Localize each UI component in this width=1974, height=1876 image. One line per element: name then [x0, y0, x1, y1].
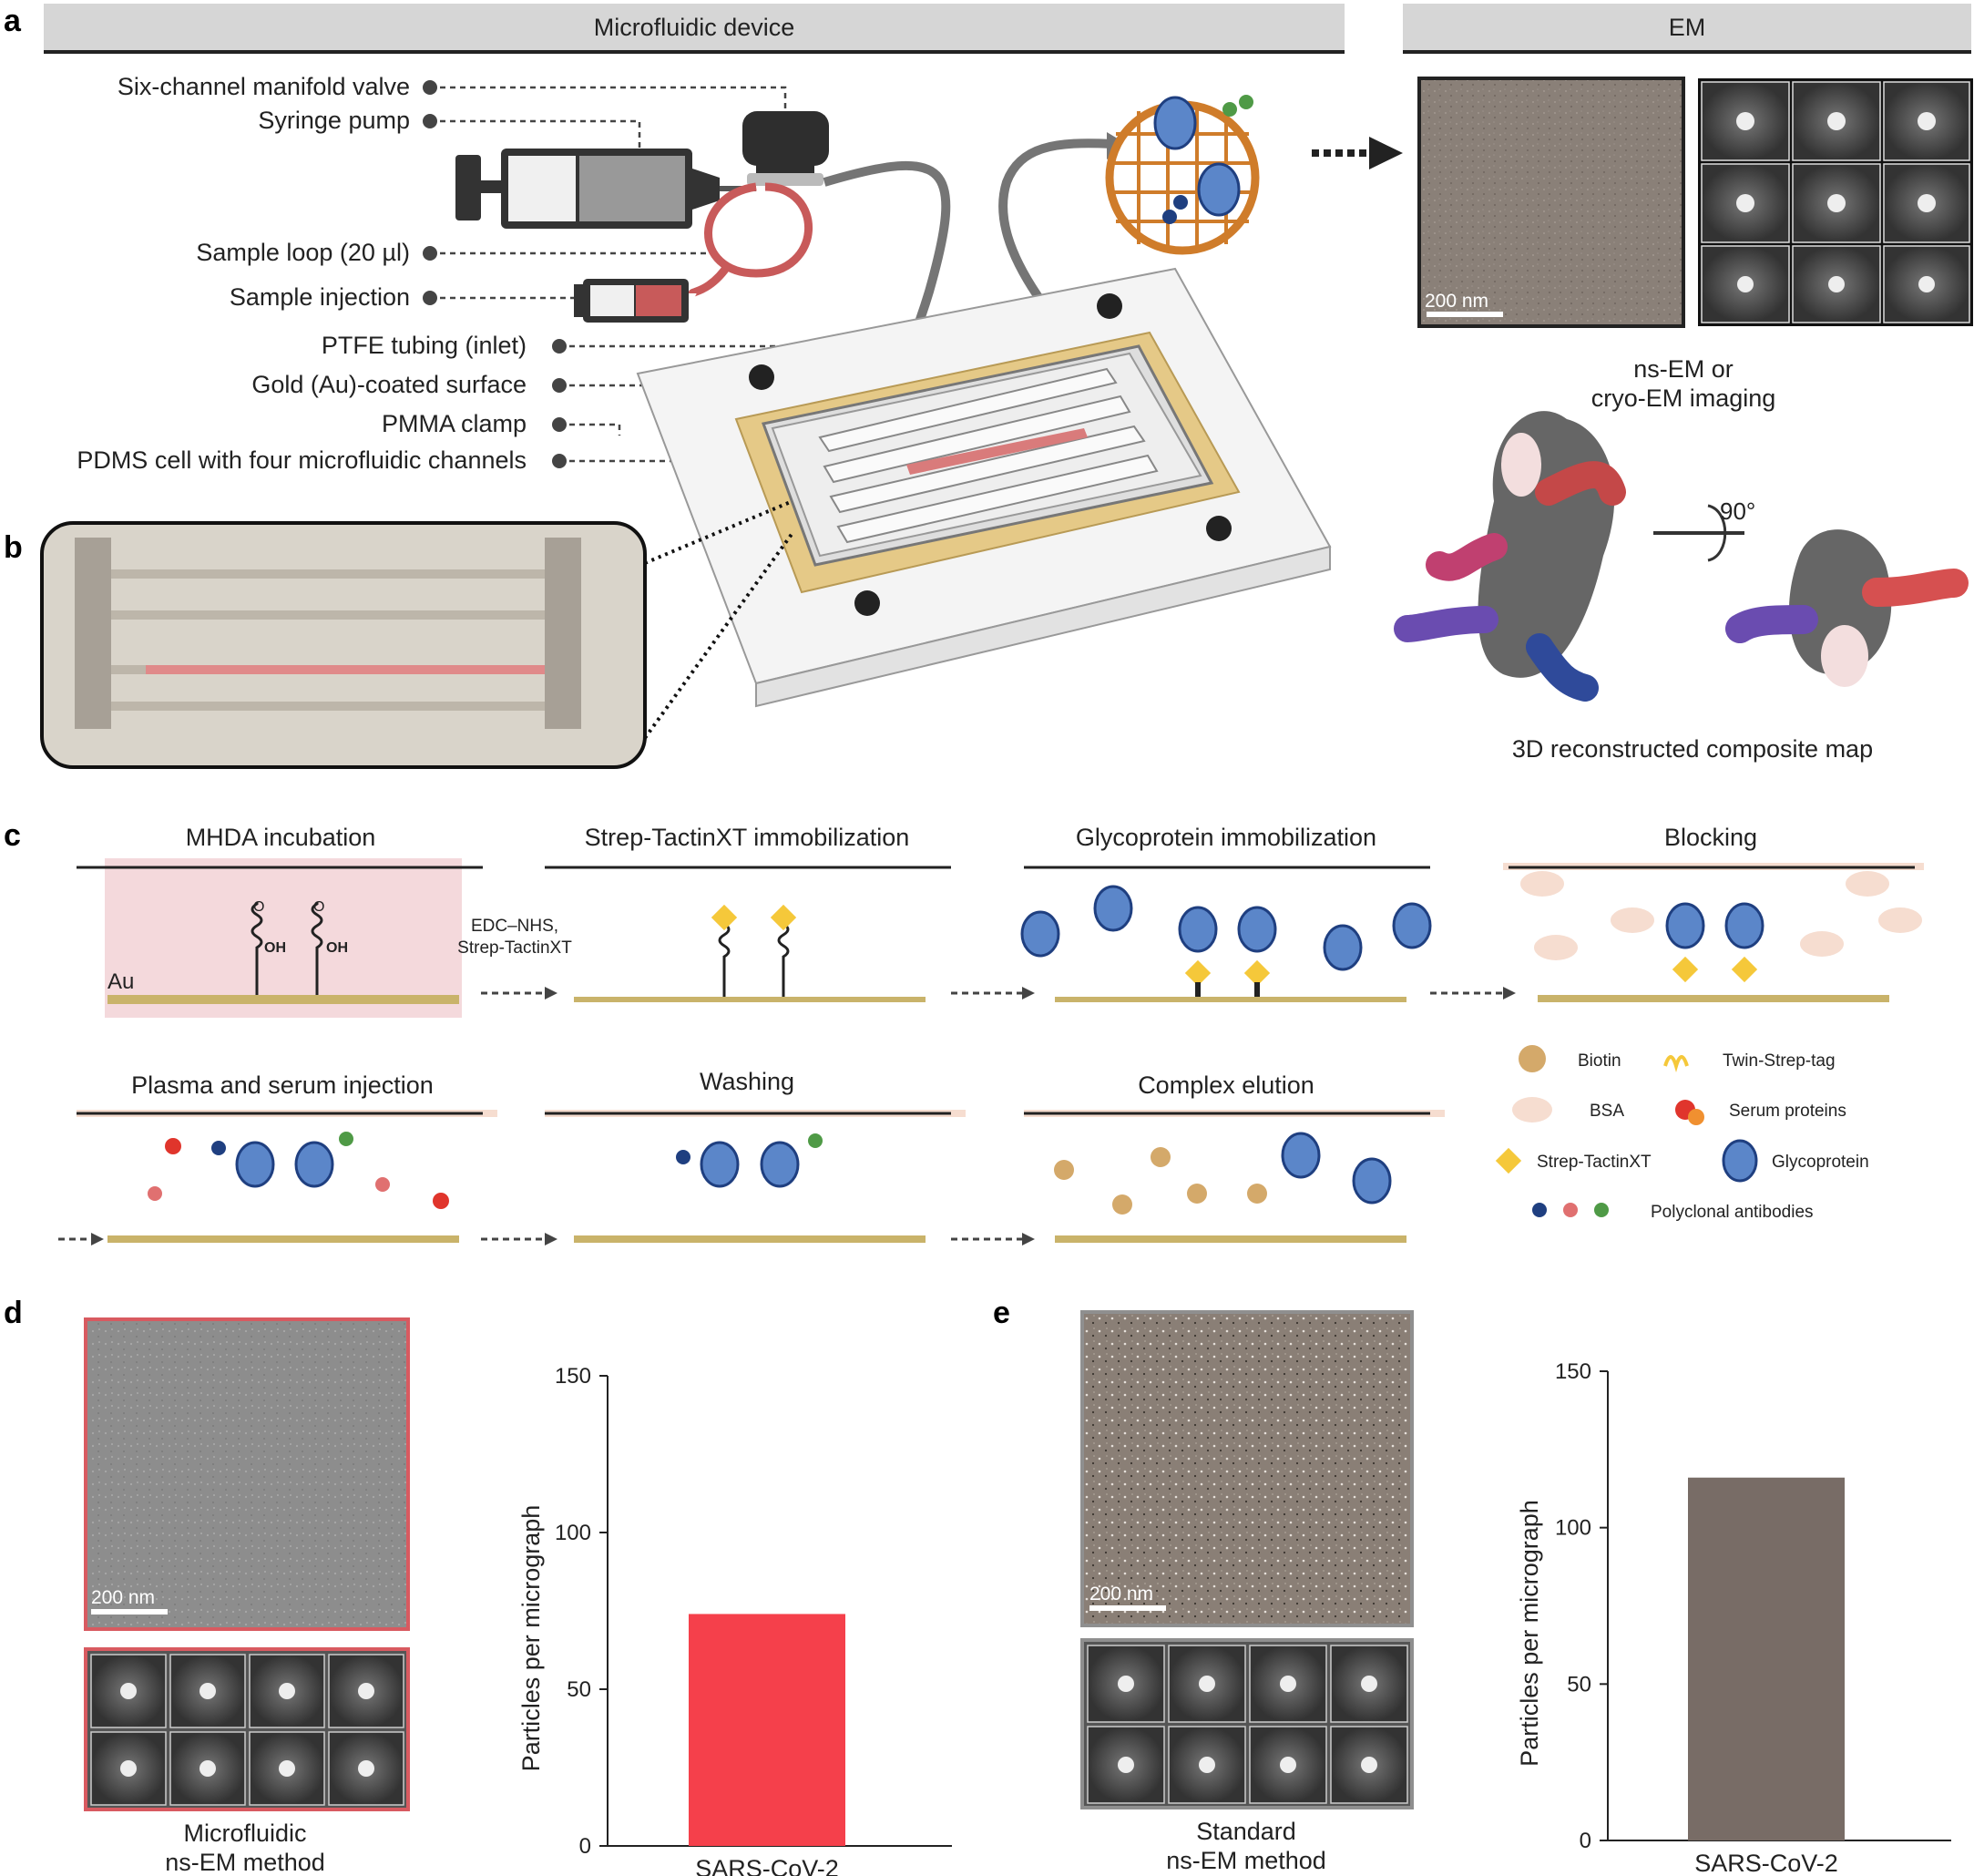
step-glycoprotein: Glycoprotein immobilization [1076, 824, 1376, 851]
em-2d-class-grid [1698, 78, 1973, 326]
class-grid-e [1080, 1638, 1414, 1809]
x-tick-label: SARS-CoV-2 [695, 1855, 839, 1876]
panel-label-c: c [4, 818, 21, 853]
d-caption-2: ns-EM method [165, 1849, 325, 1876]
legend: Biotin Twin-Strep-tag BSA Serum proteins… [1495, 1045, 1869, 1222]
arrow-to-em [1312, 137, 1403, 169]
panel-label-b: b [4, 530, 23, 565]
em-scalebar-label: 200 nm [1425, 291, 1488, 312]
plasma-injection-scene [77, 1110, 497, 1243]
panel-label-e: e [993, 1296, 1010, 1330]
legend-polyclonal-antibodies: Polyclonal antibodies [1651, 1203, 1814, 1222]
y-tick-label: 0 [1580, 1829, 1591, 1853]
y-tick-label: 150 [1555, 1359, 1591, 1384]
micrograph-e: 200 nm [1080, 1310, 1414, 1627]
y-tick-label: 50 [1567, 1672, 1591, 1697]
strep-tactin-scene [545, 866, 951, 1002]
legend-twin-strep-tag: Twin-Strep-tag [1723, 1051, 1836, 1071]
label-sample-loop: Sample loop (20 µl) [196, 239, 410, 266]
step-blocking: Blocking [1664, 824, 1757, 851]
3d-map-side [1725, 529, 1969, 687]
legend-serum-proteins: Serum proteins [1729, 1102, 1846, 1121]
y-tick-label: 100 [555, 1521, 591, 1545]
label-syringe-pump: Syringe pump [258, 107, 410, 134]
3d-map-front [1394, 411, 1626, 702]
panel-label-a: a [4, 4, 22, 38]
rotation-label: 90° [1720, 497, 1755, 525]
microfluidic-device [636, 267, 1332, 708]
photo-zoom-lines [643, 499, 794, 740]
y-axis-label: Particles per micrograph [1516, 1500, 1543, 1767]
label-pmma-clamp: PMMA clamp [382, 410, 527, 437]
map-caption: 3D reconstructed composite map [1512, 735, 1873, 763]
flow-arrows [58, 991, 1503, 1241]
step-plasma-injection: Plasma and serum injection [131, 1071, 434, 1099]
bar [689, 1614, 845, 1846]
legend-strep-tactinxt: Strep-TactinXT [1537, 1153, 1652, 1172]
y-tick-label: 100 [1555, 1516, 1591, 1541]
sample-loop [704, 182, 813, 278]
step-complex-elution: Complex elution [1138, 1071, 1314, 1099]
label-sample-injection: Sample injection [230, 283, 410, 311]
panel-label-d: d [4, 1296, 23, 1330]
reagent-label-1: EDC–NHS, [471, 917, 558, 936]
e-caption-2: ns-EM method [1166, 1847, 1326, 1874]
syringe-pump [455, 149, 756, 229]
class-grid-d [84, 1647, 410, 1811]
legend-glycoprotein: Glycoprotein [1772, 1153, 1869, 1172]
label-ptfe-tubing: PTFE tubing (inlet) [322, 332, 527, 359]
label-pdms-cell: PDMS cell with four microfluidic channel… [77, 446, 527, 474]
mhda-scene: Au O OH O OH [77, 858, 483, 1018]
elution-scene [1024, 1110, 1445, 1243]
sample-injection-syringe [574, 279, 689, 323]
imaging-label-2: cryo-EM imaging [1591, 384, 1776, 412]
e-caption-1: Standard [1196, 1818, 1296, 1845]
manifold-valve [742, 111, 829, 186]
bar [1688, 1477, 1845, 1840]
y-tick-label: 150 [555, 1364, 591, 1389]
y-tick-label: 0 [579, 1834, 591, 1859]
header-microfluidic-device: Microfluidic device [44, 4, 1345, 54]
au-label: Au [107, 969, 134, 994]
blocking-scene [1503, 863, 1924, 1002]
em-grid [1105, 95, 1260, 255]
legend-biotin: Biotin [1578, 1051, 1621, 1071]
label-manifold-valve: Six-channel manifold valve [118, 73, 410, 100]
device-photo [40, 521, 647, 769]
micrograph-d: 200 nm [84, 1317, 410, 1631]
step-mhda: MHDA incubation [186, 824, 376, 851]
svg-text:OH: OH [326, 940, 348, 956]
svg-text:O: O [253, 899, 264, 915]
washing-scene [545, 1110, 966, 1243]
svg-text:O: O [313, 899, 324, 915]
rotation-indicator: 90° [1653, 497, 1755, 562]
svg-text:Microfluidic device: Microfluidic device [594, 14, 795, 41]
svg-text:OH: OH [264, 940, 286, 956]
em-micrograph: 200 nm [1417, 77, 1685, 328]
glycoprotein-scene [1020, 866, 1432, 1002]
y-axis-label: Particles per micrograph [517, 1505, 545, 1772]
step-washing: Washing [700, 1068, 794, 1095]
svg-text:EM: EM [1669, 14, 1706, 41]
imaging-label-1: ns-EM or [1633, 355, 1734, 383]
header-em: EM [1403, 4, 1971, 54]
legend-bsa: BSA [1590, 1102, 1624, 1121]
y-tick-label: 50 [567, 1677, 591, 1702]
reagent-label-2: Strep-TactinXT [457, 938, 572, 958]
label-gold-surface: Gold (Au)-coated surface [251, 371, 527, 398]
d-scalebar-label: 200 nm [91, 1587, 155, 1608]
e-scalebar-label: 200 nm [1089, 1584, 1153, 1604]
d-caption-1: Microfluidic [183, 1820, 306, 1847]
x-tick-label: SARS-CoV-2 [1694, 1850, 1838, 1876]
label-dots [423, 80, 567, 468]
step-strep-tactin: Strep-TactinXT immobilization [585, 824, 910, 851]
